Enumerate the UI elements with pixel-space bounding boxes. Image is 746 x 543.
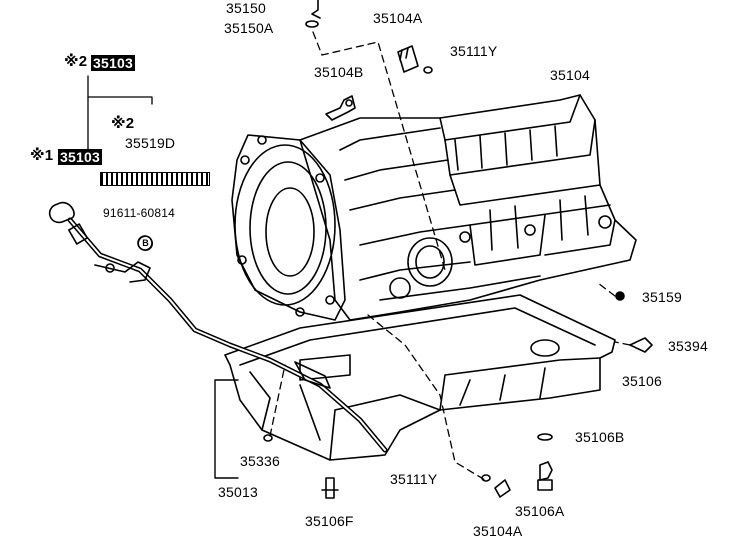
part-35103-label: 35103 — [58, 149, 102, 165]
part-35336-label: 35336 — [240, 453, 280, 469]
part-91611-label: 91611-60814 — [103, 206, 176, 220]
part-35394-label: 35394 — [668, 338, 708, 354]
part-35013-label: 35013 — [218, 484, 258, 500]
part-35159-label: 35159 — [642, 289, 682, 305]
part-35111Y-label: 35111Y — [450, 43, 498, 59]
circle-b-icon: B — [138, 236, 153, 251]
bell-housing — [231, 134, 346, 321]
part-35104B-label: 35104B — [314, 64, 364, 80]
part-35104A-label: 35104A — [373, 10, 423, 26]
note-mark-2: ※2 — [64, 53, 88, 70]
part-35104-label: 35104 — [550, 67, 590, 83]
note-mark-2: ※2 — [111, 115, 135, 132]
part-35150A-label: 35150A — [224, 20, 274, 36]
part-35106-label: 35106 — [622, 373, 662, 389]
part-35104A-label: 35104A — [473, 523, 523, 539]
oil-pan — [224, 294, 616, 461]
part-35106A-label: 35106A — [515, 503, 565, 519]
transmission-case — [299, 94, 637, 321]
part-35150-label: 35150 — [226, 0, 266, 16]
part-35106F-label: 35106F — [305, 513, 354, 529]
note-mark-1: ※1 — [30, 147, 54, 164]
part-35106B-label: 35106B — [575, 429, 625, 445]
part-35103-label: 35103 — [91, 55, 135, 71]
caution-label-plate — [100, 172, 210, 186]
part-35111Y-label: 35111Y — [390, 471, 438, 487]
part-35519D-label: 35519D — [125, 135, 176, 151]
